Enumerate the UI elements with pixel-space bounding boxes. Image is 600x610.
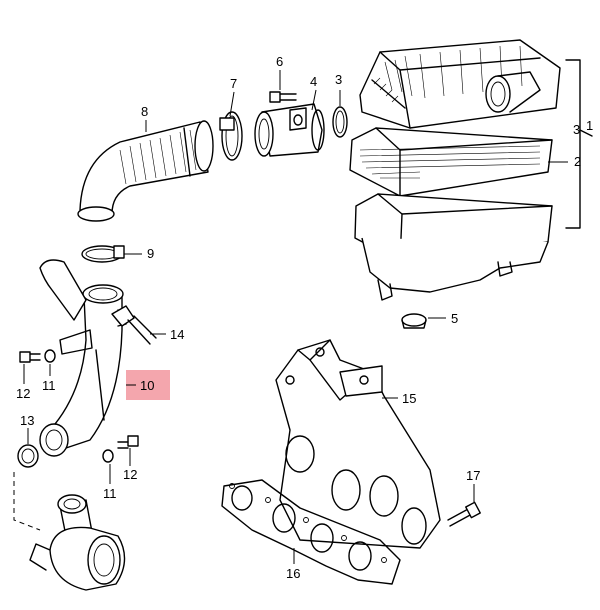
o-ring-13 <box>17 428 39 468</box>
hose-clamp-9 <box>81 245 142 263</box>
callout-1: 1 <box>586 118 593 133</box>
sensor-14 <box>111 305 166 345</box>
air-mass-meter <box>254 89 325 157</box>
bolt-12-left <box>19 351 41 384</box>
seal-ring <box>332 90 348 138</box>
bracket-3-tail <box>579 129 593 137</box>
callout-5: 5 <box>451 311 458 326</box>
air-filter-lid <box>359 39 561 129</box>
manifold-15 <box>275 339 441 549</box>
bolt-17 <box>447 484 481 527</box>
turbocharger <box>29 494 126 591</box>
callout-12-left: 12 <box>16 386 30 401</box>
bolt-6 <box>269 70 297 103</box>
bracket-3 <box>565 59 581 229</box>
callout-8: 8 <box>141 104 148 119</box>
callout-14: 14 <box>170 327 184 342</box>
callout-6: 6 <box>276 54 283 69</box>
callout-17: 17 <box>466 468 480 483</box>
callout-9: 9 <box>147 246 154 261</box>
callout-3-bracket: 3 <box>573 122 580 137</box>
bolt-12-lower <box>117 435 139 466</box>
intake-hose <box>77 120 214 222</box>
filter-element <box>349 127 553 197</box>
callout-7: 7 <box>230 76 237 91</box>
callout-11-lower: 11 <box>103 486 117 501</box>
dashed-guide <box>13 472 41 531</box>
washer-11-left <box>44 349 56 376</box>
intake-pipe <box>39 259 127 457</box>
washer-11-lower <box>102 449 114 484</box>
callout-11-left: 11 <box>42 378 56 393</box>
air-filter-base <box>354 193 553 301</box>
grommet <box>401 313 446 329</box>
callout-4: 4 <box>310 74 317 89</box>
callout-13: 13 <box>20 413 34 428</box>
callout-2: 2 <box>574 154 581 169</box>
gasket-16 <box>221 479 401 585</box>
callout-15: 15 <box>402 391 416 406</box>
callout-3-seal: 3 <box>335 72 342 87</box>
callout-10: 10 <box>140 378 154 393</box>
hose-clamp-7 <box>219 91 243 161</box>
callout-16: 16 <box>286 566 300 581</box>
callout-labels: 1 2 3 3 4 5 6 7 8 9 10 11 11 12 12 13 14… <box>16 54 593 581</box>
callout-12-lower: 12 <box>123 467 137 482</box>
